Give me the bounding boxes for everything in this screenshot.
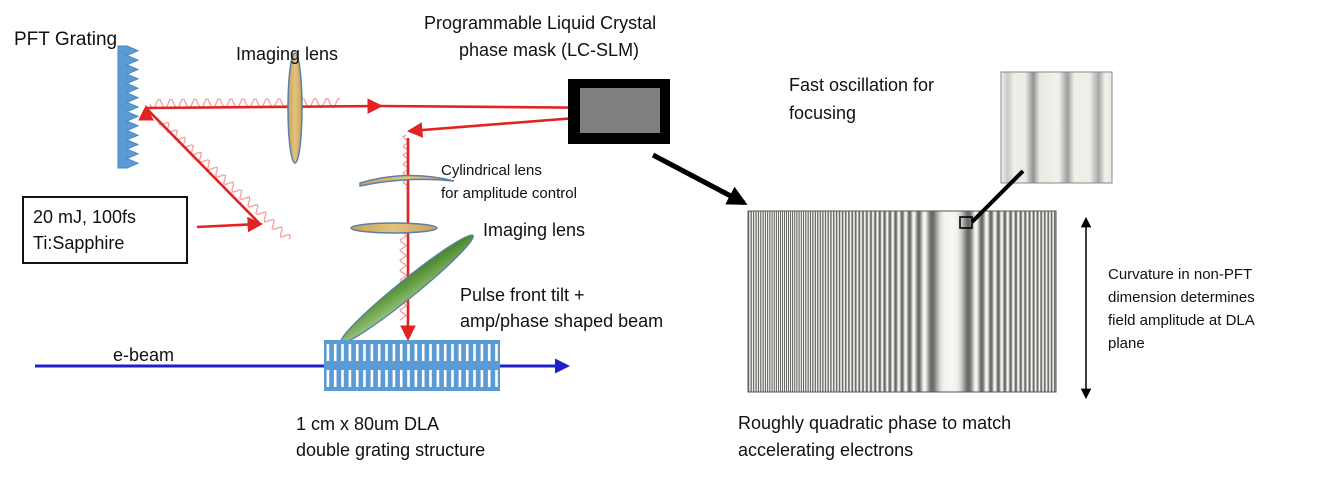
pulse-waveforms [149,98,411,321]
fast-oscillation-label-line2: focusing [789,103,857,123]
pft-grating [117,45,140,169]
curvature-label-line2: dimension determines [1108,289,1255,306]
lc-slm-label-line2: phase mask (LC-SLM) [459,40,640,60]
laser-label-line1: 20 mJ, 100fs [33,207,137,227]
lc-slm-label-line1: Programmable Liquid Crystal [424,13,657,33]
imaging-lens-top [287,52,303,164]
curvature-label-line4: plane [1108,335,1145,352]
dla-label-line2: double grating structure [296,440,486,460]
phase-mask-pattern [748,211,1057,392]
pulse-label-line2: amp/phase shaped beam [460,311,664,331]
zoom-inset-box [1000,71,1113,184]
imaging-lens-top-label: Imaging lens [236,44,339,64]
curvature-label-line3: field amplitude at DLA [1108,312,1255,329]
pft-grating-label: PFT Grating [14,29,118,50]
slm-to-pattern-arrow [651,152,748,206]
fast-oscillation-label-line1: Fast oscillation for [789,75,935,95]
ebeam-label: e-beam [113,345,175,365]
zoom-region-marker [959,216,973,229]
lc-slm-mask [568,79,670,144]
pulse-label-line1: Pulse front tilt + [460,285,585,305]
cylindrical-lens-label-line1: Cylindrical lens [441,162,542,179]
cylindrical-lens-label-line2: for amplitude control [441,185,577,202]
cylindrical-lens [359,174,455,187]
laser-source-box: 20 mJ, 100fs Ti:Sapphire [22,196,188,264]
dla-label-line1: 1 cm x 80um DLA [296,414,440,434]
curvature-label-line1: Curvature in non-PFT [1108,266,1253,283]
imaging-lens-mid-label: Imaging lens [483,220,586,240]
quadratic-phase-label-line2: accelerating electrons [738,440,914,460]
imaging-lens-mid [350,222,438,234]
zoom-connector [970,169,1025,224]
laser-label-line2: Ti:Sapphire [33,233,125,253]
quadratic-phase-label-line1: Roughly quadratic phase to match [738,413,1012,433]
dla-structure [324,340,500,391]
